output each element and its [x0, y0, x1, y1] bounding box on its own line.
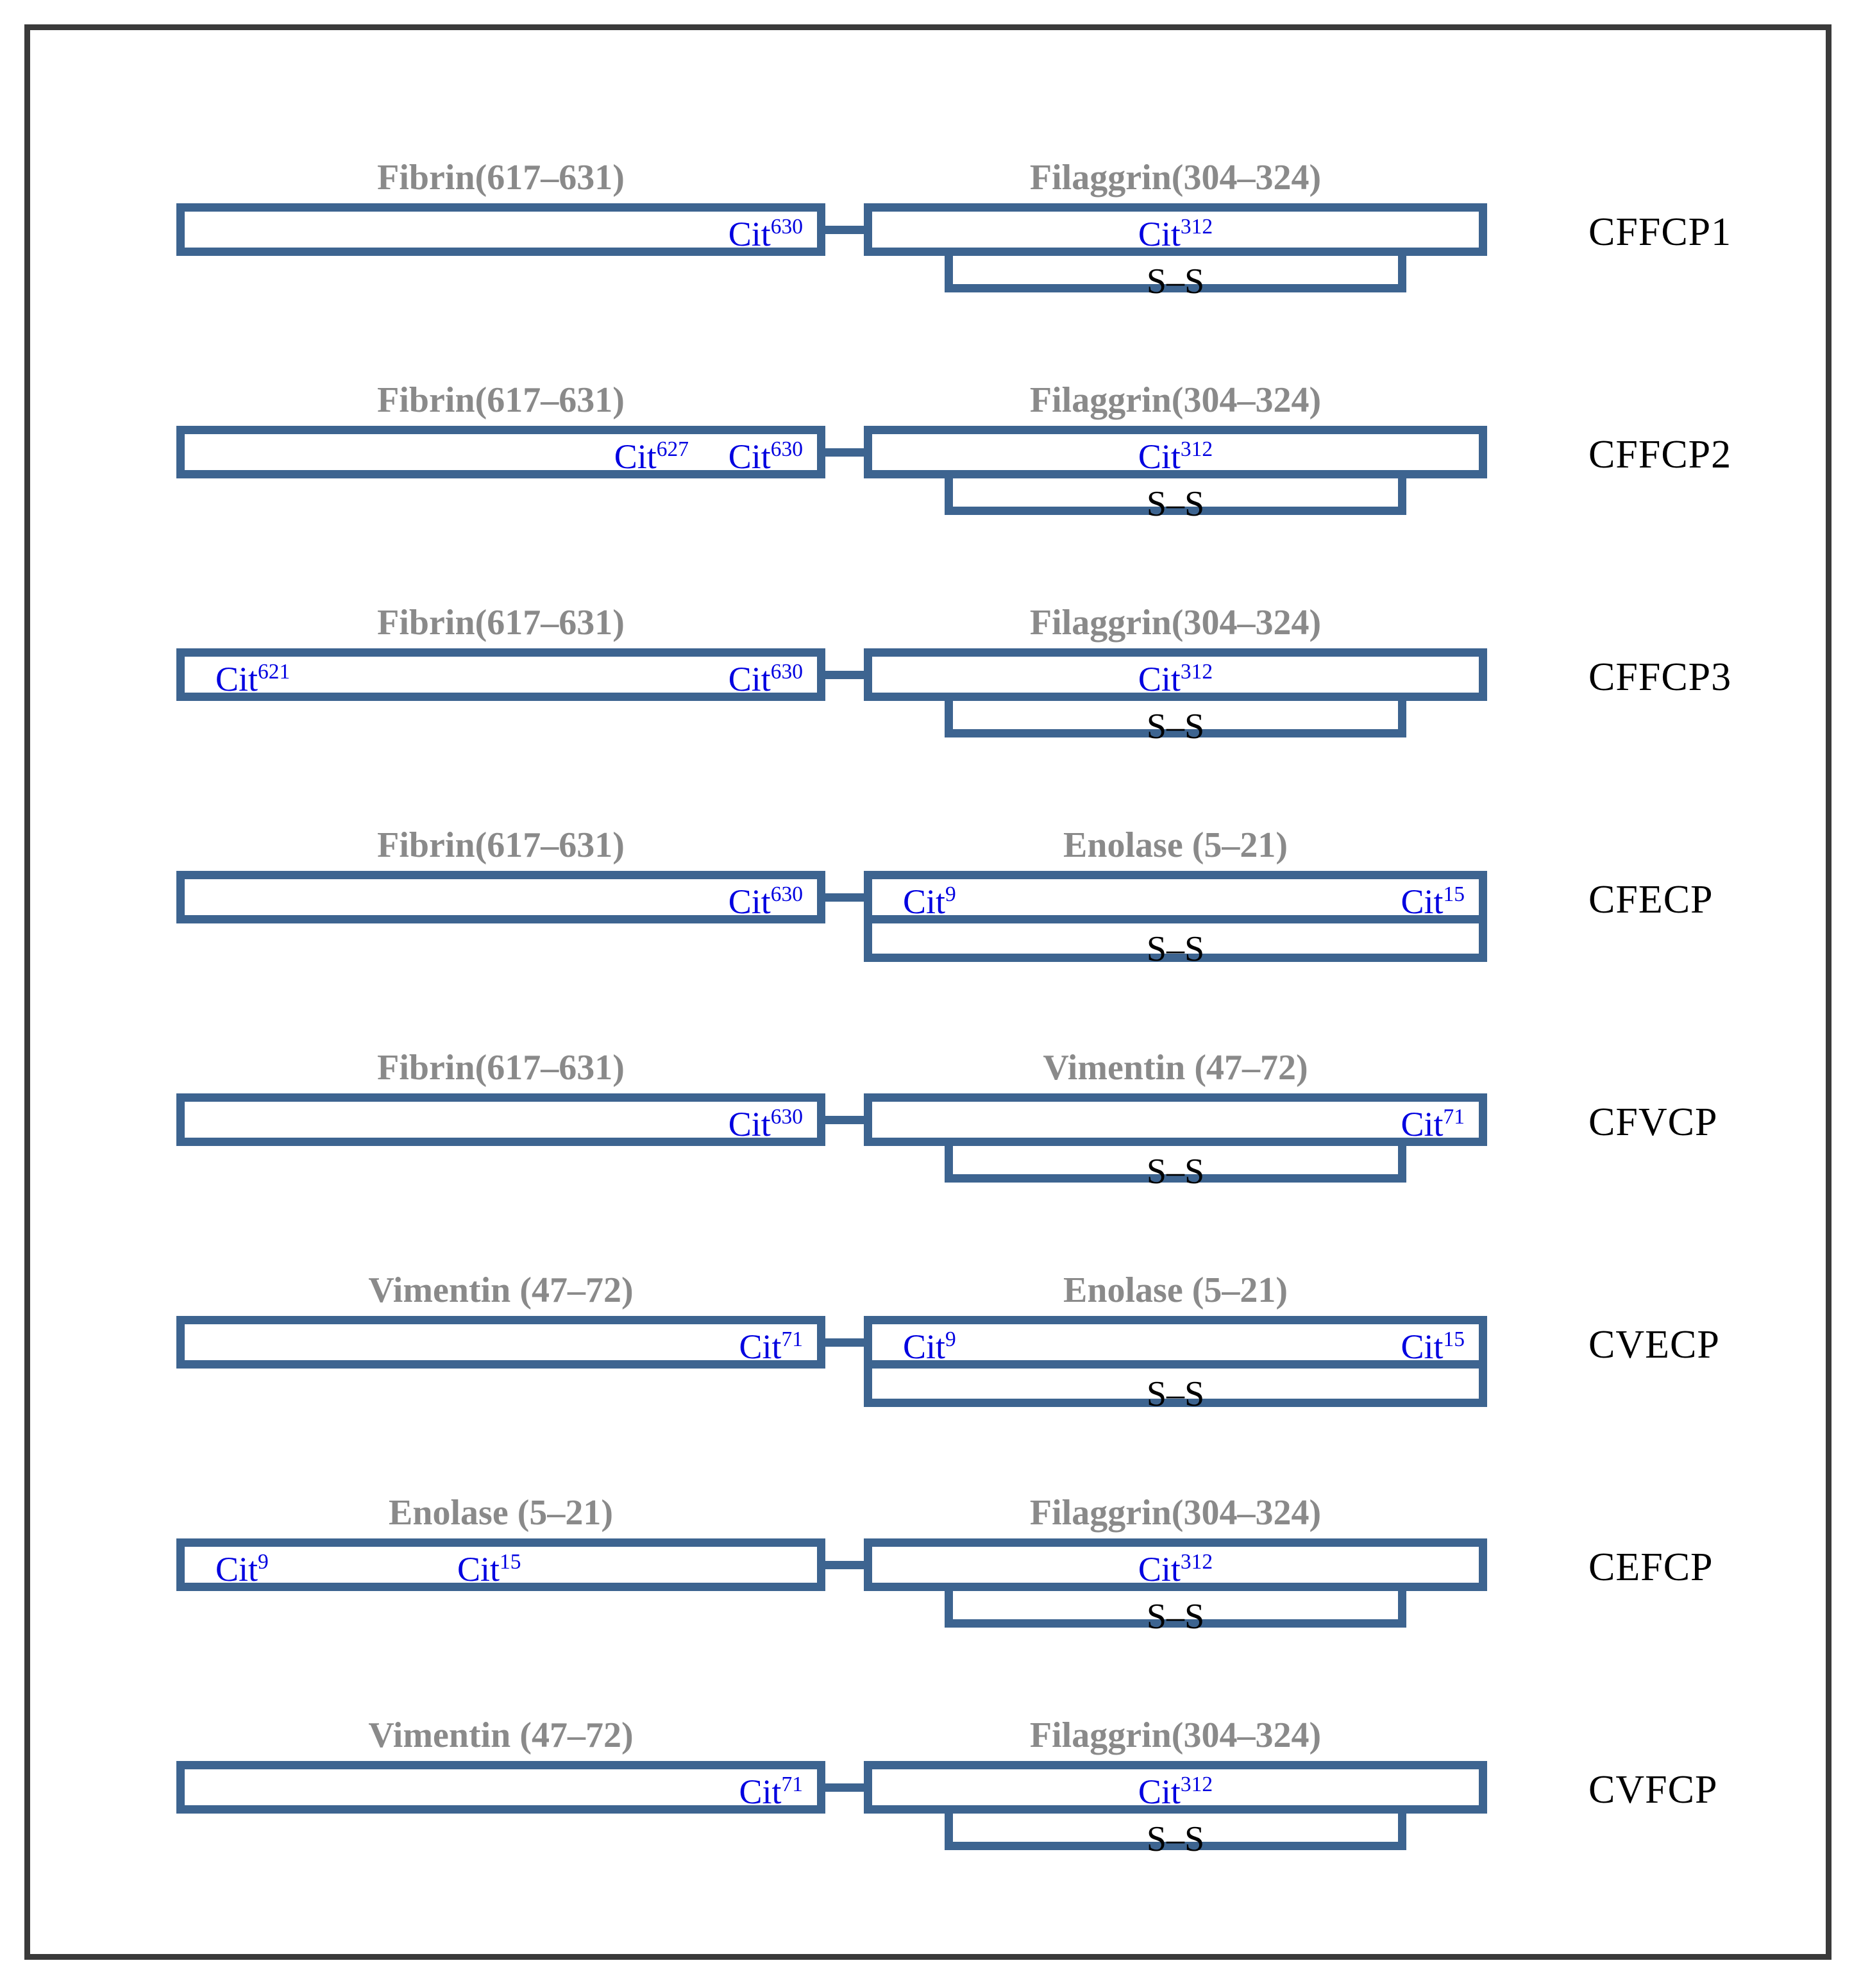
peptide-box-right: Cit312: [864, 426, 1487, 478]
segment-title-left: Vimentin (47–72): [368, 1715, 634, 1755]
citrulline-marker: Cit15: [457, 1550, 521, 1588]
citrulline-marker: Cit312: [1138, 1773, 1213, 1811]
peptide-code-label: CVFCP: [1588, 1768, 1718, 1812]
disulfide-label: S–S: [1146, 1374, 1205, 1414]
citrulline-marker: Cit630: [728, 660, 803, 698]
citrulline-marker: Cit9: [903, 882, 956, 921]
disulfide-bracket: [945, 1814, 1406, 1850]
segment-title-right: Filaggrin(304–324): [1029, 158, 1322, 198]
citrulline-marker: Cit15: [1401, 882, 1465, 921]
segment-connector: [825, 1561, 864, 1569]
peptide-box-left: Cit71: [176, 1761, 825, 1814]
citrulline-marker: Cit312: [1138, 660, 1213, 698]
disulfide-label: S–S: [1146, 484, 1205, 524]
disulfide-label: S–S: [1146, 262, 1205, 301]
peptide-row: Fibrin(617–631) Cit630 Filaggrin(304–324) C…: [30, 81, 1826, 304]
peptide-row: Fibrin(617–631) Cit621 Cit630 Filaggrin(304…: [30, 526, 1826, 749]
citrulline-marker: Cit630: [728, 437, 803, 476]
segment-title-right: Vimentin (47–72): [1043, 1048, 1308, 1088]
disulfide-bracket: [945, 478, 1406, 515]
peptide-row: Fibrin(617–631) Cit627 Cit630 Filaggrin(304…: [30, 304, 1826, 526]
segment-title-right: Filaggrin(304–324): [1029, 1715, 1322, 1755]
citrulline-marker: Cit71: [739, 1773, 804, 1811]
citrulline-marker: Cit312: [1138, 215, 1213, 253]
citrulline-marker: Cit15: [1401, 1327, 1465, 1366]
segment-connector: [825, 1338, 864, 1347]
peptide-box-left: Cit630: [176, 203, 825, 256]
disulfide-bracket: [945, 1146, 1406, 1183]
citrulline-marker: Cit71: [739, 1327, 804, 1366]
disulfide-label: S–S: [1146, 1152, 1205, 1192]
disulfide-bracket: [945, 701, 1406, 737]
segment-title-right: Filaggrin(304–324): [1029, 1493, 1322, 1533]
peptide-box-right: Cit312: [864, 648, 1487, 701]
peptide-box-left: Cit9 Cit15: [176, 1538, 825, 1591]
disulfide-box: [864, 923, 1487, 962]
peptide-row: Enolase (5–21) Cit9 Cit15 Filaggrin(304–324…: [30, 1417, 1826, 1639]
peptide-code-label: CFFCP2: [1588, 433, 1732, 476]
citrulline-marker: Cit630: [728, 882, 803, 921]
segment-connector: [825, 1783, 864, 1792]
peptide-code-label: CEFCP: [1588, 1546, 1714, 1589]
segment-title-right: Filaggrin(304–324): [1029, 380, 1322, 420]
citrulline-marker: Cit312: [1138, 437, 1213, 476]
peptide-code-label: CFFCP3: [1588, 655, 1732, 699]
segment-title-left: Fibrin(617–631): [377, 1048, 625, 1088]
disulfide-label: S–S: [1146, 929, 1205, 969]
peptide-box-right: Cit71: [864, 1093, 1487, 1146]
segment-title-right: Filaggrin(304–324): [1029, 603, 1322, 643]
segment-title-left: Fibrin(617–631): [377, 158, 625, 198]
citrulline-marker: Cit621: [215, 660, 291, 698]
citrulline-marker: Cit627: [614, 437, 689, 476]
segment-connector: [825, 893, 864, 902]
peptide-code-label: CFECP: [1588, 878, 1714, 922]
segment-title-right: Enolase (5–21): [1063, 1270, 1288, 1310]
segment-connector: [825, 226, 864, 234]
peptide-code-label: CFVCP: [1588, 1100, 1718, 1144]
disulfide-box: [864, 1369, 1487, 1407]
peptide-box-right: Cit9 Cit15: [864, 871, 1487, 923]
citrulline-marker: Cit9: [903, 1327, 956, 1366]
peptide-row: Vimentin (47–72) Cit71 Filaggrin(304–324) C…: [30, 1639, 1826, 1862]
disulfide-label: S–S: [1146, 1597, 1205, 1637]
peptide-box-right: Cit312: [864, 1761, 1487, 1814]
segment-title-left: Enolase (5–21): [389, 1493, 613, 1533]
peptide-code-label: CVECP: [1588, 1323, 1720, 1367]
disulfide-bracket: [945, 256, 1406, 292]
peptide-box-right: Cit9 Cit15: [864, 1316, 1487, 1369]
peptide-box-left: Cit630: [176, 1093, 825, 1146]
peptide-box-left: Cit621 Cit630: [176, 648, 825, 701]
peptide-code-label: CFFCP1: [1588, 210, 1732, 254]
disulfide-label: S–S: [1146, 1819, 1205, 1859]
segment-title-left: Fibrin(617–631): [377, 603, 625, 643]
peptide-box-right: Cit312: [864, 1538, 1487, 1591]
citrulline-marker: Cit71: [1401, 1105, 1465, 1143]
citrulline-marker: Cit9: [215, 1550, 269, 1588]
segment-connector: [825, 1116, 864, 1124]
segment-connector: [825, 671, 864, 679]
peptide-box-left: Cit71: [176, 1316, 825, 1369]
segment-title-left: Fibrin(617–631): [377, 380, 625, 420]
disulfide-bracket: [945, 1591, 1406, 1628]
segment-title-right: Enolase (5–21): [1063, 825, 1288, 865]
segment-connector: [825, 448, 864, 457]
citrulline-marker: Cit630: [728, 215, 803, 253]
segment-title-left: Fibrin(617–631): [377, 825, 625, 865]
peptide-row: Fibrin(617–631) Cit630 Vimentin (47–72) Cit…: [30, 972, 1826, 1194]
disulfide-label: S–S: [1146, 707, 1205, 746]
peptide-box-left: Cit630: [176, 871, 825, 923]
peptide-box-left: Cit627 Cit630: [176, 426, 825, 478]
peptide-box-right: Cit312: [864, 203, 1487, 256]
citrulline-marker: Cit630: [728, 1105, 803, 1143]
segment-title-left: Vimentin (47–72): [368, 1270, 634, 1310]
citrulline-marker: Cit312: [1138, 1550, 1213, 1588]
